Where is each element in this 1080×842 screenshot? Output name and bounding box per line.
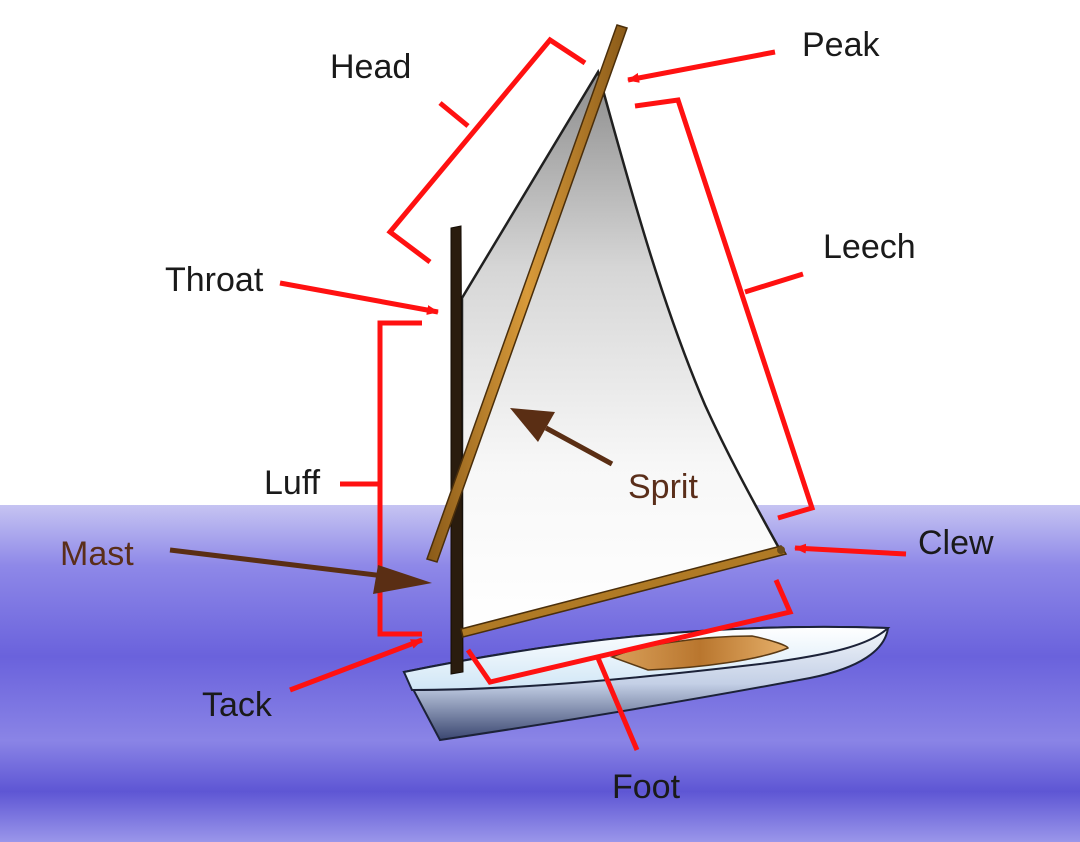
head-bracket xyxy=(386,36,587,264)
label-head: Head xyxy=(330,48,412,86)
label-leech: Leech xyxy=(823,228,916,266)
spar-arrows xyxy=(169,408,614,594)
label-mast: Mast xyxy=(60,535,134,573)
clew-arrow xyxy=(794,543,907,557)
label-tack: Tack xyxy=(202,686,272,724)
label-clew: Clew xyxy=(918,524,994,562)
label-sprit: Sprit xyxy=(628,468,698,506)
label-throat: Throat xyxy=(165,261,264,299)
red-brackets xyxy=(340,36,816,751)
foot-bracket-tick xyxy=(595,657,640,751)
peak-arrow xyxy=(627,49,776,83)
sprit xyxy=(426,24,628,563)
mast-arrow-head xyxy=(373,565,432,594)
label-peak: Peak xyxy=(802,26,880,64)
head-bracket-tick xyxy=(438,101,470,128)
clew-fitting xyxy=(777,546,785,554)
label-foot: Foot xyxy=(612,768,681,806)
foot-bracket xyxy=(465,578,794,685)
mast xyxy=(450,225,464,675)
sprit-arrow-head xyxy=(510,408,555,442)
luff-bracket xyxy=(377,320,422,637)
boom xyxy=(460,545,788,638)
sprit-arrow-shaft xyxy=(544,425,614,467)
tack-arrow xyxy=(289,637,423,693)
label-luff: Luff xyxy=(264,464,321,502)
red-arrows xyxy=(279,49,907,693)
throat-arrow xyxy=(279,280,439,315)
mast-arrow-shaft xyxy=(169,547,385,579)
leech-bracket-tick xyxy=(744,271,804,295)
sail xyxy=(460,68,782,634)
leech-bracket xyxy=(634,97,816,521)
